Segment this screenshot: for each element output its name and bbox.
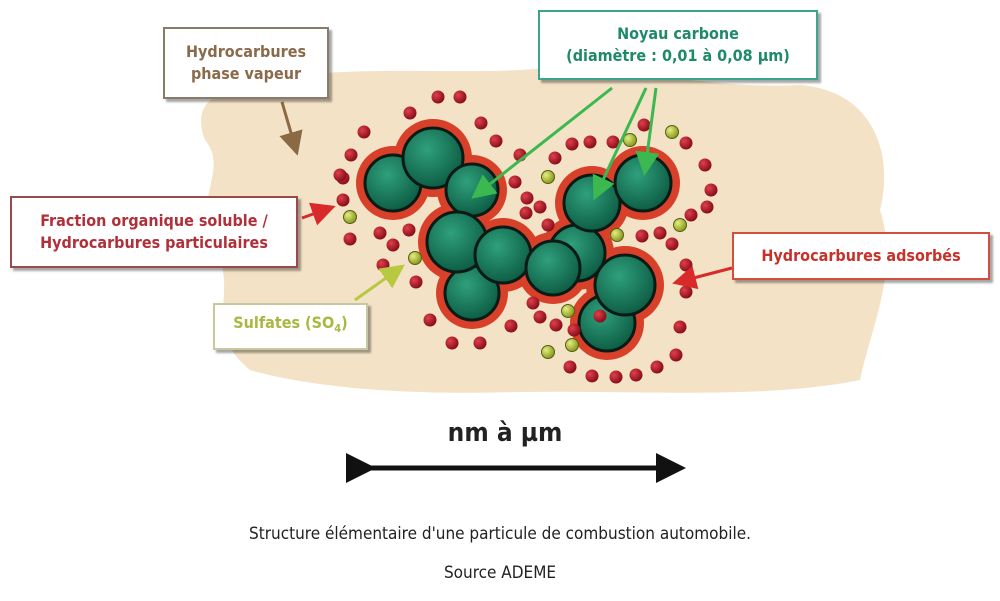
particulate-hydrocarbon-dot: [548, 151, 562, 165]
particulate-hydrocarbon-dot: [665, 237, 679, 251]
carbon-core-sphere: [613, 153, 673, 213]
noyau-arrow-3: [635, 87, 660, 176]
particulate-hydrocarbon-dot: [402, 223, 416, 237]
particulate-hydrocarbon-dot: [679, 136, 693, 150]
sulfate-dot: [541, 345, 555, 359]
particulate-hydrocarbon-dot: [357, 125, 371, 139]
particulate-hydrocarbon-dot: [333, 168, 347, 182]
particulate-hydrocarbon-dot: [508, 175, 522, 189]
carbon-cores: [363, 126, 673, 353]
particulate-hydrocarbon-dot: [431, 90, 445, 104]
sulfate-dot: [541, 170, 555, 184]
particulate-hydrocarbon-dot: [533, 310, 547, 324]
vapour-phase-cloud: [200, 68, 887, 393]
particulate-hydrocarbon-dot: [609, 370, 623, 384]
label-carbon-core: Noyau carbone (diamètre : 0,01 à 0,08 µm…: [538, 10, 818, 80]
sulfate-dot: [623, 133, 637, 147]
particulate-hydrocarbon-dot: [453, 90, 467, 104]
particulate-hydrocarbon-dot: [606, 135, 620, 149]
particulate-hydrocarbon-dot: [541, 218, 555, 232]
particulate-hydrocarbon-dot: [637, 118, 651, 132]
particulate-hydrocarbon-dot: [533, 200, 547, 214]
particulate-hydrocarbon-dot: [445, 336, 459, 350]
carbon-core-sphere: [524, 239, 582, 297]
particulate-hydrocarbon-dot: [519, 206, 533, 220]
carbon-core-sphere: [562, 173, 622, 233]
caption-source: Source ADEME: [443, 563, 557, 583]
particulate-hydrocarbon-dot: [409, 275, 423, 289]
particulate-hydrocarbon-dot: [344, 148, 358, 162]
particulate-hydrocarbon-dot: [704, 183, 718, 197]
particulate-hydrocarbon-dot: [549, 318, 563, 332]
caption: Structure élémentaire d'une particule de…: [249, 524, 751, 544]
particulate-hydrocarbon-dot: [679, 285, 693, 299]
adsorbes-arrow: [672, 265, 733, 290]
label-vapour-hydrocarbons: Hydrocarbures phase vapeur: [163, 27, 329, 99]
particulate-hydrocarbon-dot: [565, 137, 579, 151]
particulate-hydrocarbon-dot: [653, 226, 667, 240]
label-sulfates: Sulfates (SO4): [213, 303, 368, 350]
carbon-core-sphere: [401, 126, 465, 190]
particulate-hydrocarbon-dot: [504, 319, 518, 333]
particulate-hydrocarbon-dot: [403, 106, 417, 120]
particulate-hydrocarbon-dot: [684, 208, 698, 222]
noyau-arrow-1: [471, 86, 613, 199]
particulate-hydrocarbon-dot: [423, 313, 437, 327]
label-adsorbed-hydrocarbons: Hydrocarbures adsorbés: [732, 232, 990, 280]
sulfate-dot: [673, 218, 687, 232]
fraction-arrow: [301, 202, 336, 226]
sulfate-dot: [561, 304, 575, 318]
particulate-hydrocarbon-dot: [698, 158, 712, 172]
particulate-hydrocarbon-dot: [386, 238, 400, 252]
particulate-hydrocarbon-dot: [635, 229, 649, 243]
sulfates-arrow: [354, 264, 405, 302]
carbon-core-sphere: [593, 253, 657, 317]
particulate-hydrocarbon-dot: [376, 258, 390, 272]
particulate-hydrocarbon-dot: [563, 360, 577, 374]
particulate-hydrocarbon-dot: [700, 200, 714, 214]
particulate-hydrocarbon-dot: [343, 232, 357, 246]
particulate-hydrocarbon-dot: [585, 369, 599, 383]
particulate-hydrocarbon-dot: [673, 320, 687, 334]
particulate-hydrocarbon-dot: [520, 191, 534, 205]
label-soluble-organic-fraction: Fraction organique soluble / Hydrocarbur…: [10, 196, 298, 268]
sulfate-dot: [408, 251, 422, 265]
carbon-core-sphere: [473, 225, 533, 285]
particulate-hydrocarbon-dot: [473, 336, 487, 350]
particulate-hydrocarbon-dot: [593, 309, 607, 323]
particulate-hydrocarbon-dot: [489, 134, 503, 148]
particulate-hydrocarbon-dot: [650, 360, 664, 374]
particulate-hydrocarbon-dot: [373, 226, 387, 240]
noyau-arrow-2: [592, 87, 648, 201]
particulate-hydrocarbon-dot: [679, 258, 693, 272]
particulate-hydrocarbon-dot: [669, 348, 683, 362]
sulfate-dot: [343, 210, 357, 224]
carbon-core-sphere: [444, 162, 500, 218]
particulate-dots: [333, 90, 718, 384]
sulfate-dot: [565, 338, 579, 352]
particulate-hydrocarbon-dot: [583, 135, 597, 149]
particulate-hydrocarbon-dot: [526, 296, 540, 310]
particulate-hydrocarbon-dot: [336, 193, 350, 207]
scale-label: nm à µm: [447, 418, 563, 448]
particulate-hydrocarbon-dot: [474, 116, 488, 130]
sulfate-dot: [610, 228, 624, 242]
vapour-arrow: [279, 101, 303, 156]
particulate-hydrocarbon-dot: [567, 323, 581, 337]
particulate-hydrocarbon-dot: [629, 368, 643, 382]
sulfate-dot: [665, 125, 679, 139]
